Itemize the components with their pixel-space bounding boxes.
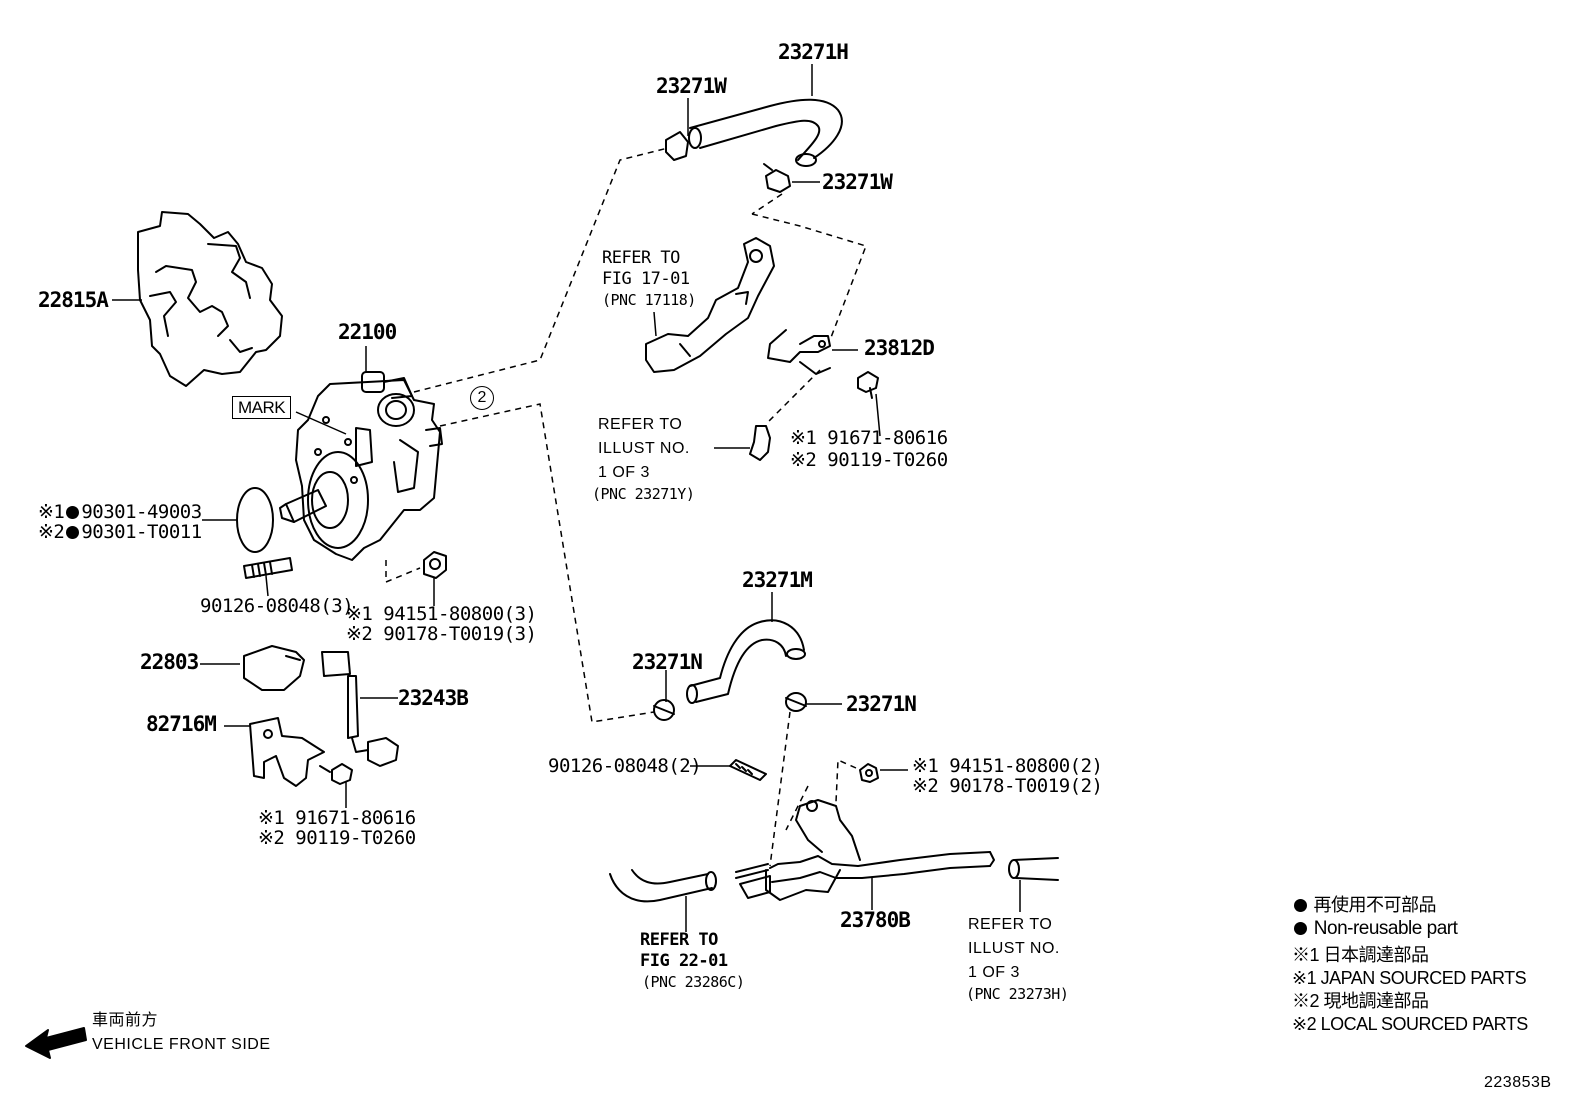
bolt-spec-2-line-2: ※2 90119-T0260 — [258, 827, 416, 849]
hose-23271m-part — [686, 619, 806, 704]
hose-ref-23286c-part — [609, 869, 717, 903]
part-number-23271h: 23271H — [778, 40, 849, 64]
refer-23271y-line-3: 1 OF 3 — [598, 464, 650, 481]
bolt-part-1 — [319, 763, 353, 785]
sensor-23243b-part — [321, 651, 399, 767]
clip-23271n-right-part — [785, 692, 807, 712]
dashed-guide — [785, 785, 809, 831]
nut-spec-2-line-1: ※1 94151-80800(2) — [912, 755, 1103, 777]
part-number-23271m: 23271M — [742, 568, 813, 592]
bracket-82716m-part — [249, 717, 325, 787]
refer-23271y-line-1: REFER TO — [598, 416, 683, 433]
refer-23273h-line-1: REFER TO — [968, 916, 1053, 933]
part-number-23271n-left: 23271N — [632, 650, 703, 674]
bracket-ref-17118-part — [645, 237, 775, 373]
clip-23271w-right-part — [763, 163, 791, 193]
part-number-23812d: 23812D — [864, 336, 935, 360]
hose-ref-23273h-part — [1008, 857, 1059, 881]
part-number-23271w-right: 23271W — [822, 170, 893, 194]
bolt-spec-2-line-1: ※1 91671-80616 — [258, 807, 416, 829]
nut-spec-2-line-2: ※2 90178-T0019(2) — [912, 775, 1103, 797]
leader-line — [653, 311, 657, 337]
bolt-spec-1-line-2: ※2 90119-T0260 — [790, 449, 948, 471]
part-number-22100: 22100 — [338, 320, 397, 344]
nut-part-1 — [423, 551, 447, 579]
part-number-23271n-right: 23271N — [846, 692, 917, 716]
non-reusable-dot-icon — [66, 506, 80, 519]
refer-17-01-line-2: FIG 17-01 — [602, 269, 690, 289]
stud-part-1 — [243, 557, 293, 579]
part-number-23271w-top: 23271W — [656, 74, 727, 98]
pump-22100-part — [279, 371, 443, 561]
refer-23273h-line-3: 1 OF 3 — [968, 964, 1020, 981]
refer-23273h-line-2: ILLUST NO. — [968, 940, 1060, 957]
legend-local-sourced-jp: ※2 現地調達部品 — [1292, 991, 1429, 1011]
legend-local-sourced-en: ※2 LOCAL SOURCED PARTS — [1292, 1014, 1528, 1034]
dashed-guide — [439, 403, 655, 723]
legend-japan-sourced-jp: ※1 日本調達部品 — [1292, 945, 1429, 965]
legend-non-reusable-en: Non-reusable part — [1292, 918, 1458, 940]
dashed-guide — [835, 758, 857, 803]
hose-end-23271y-part — [749, 425, 771, 461]
refer-22-01-line-1: REFER TO — [640, 930, 718, 950]
refer-22-01-line-3: (PNC 23286C) — [642, 973, 745, 991]
part-number-23243b: 23243B — [398, 686, 469, 710]
leader-line — [875, 393, 881, 437]
refer-17-01-line-1: REFER TO — [602, 248, 680, 268]
nut-part-2 — [859, 763, 879, 783]
cover-22815a-part — [137, 211, 283, 387]
diagram-id: 223853B — [1484, 1074, 1552, 1091]
clip-23271w-top-part — [665, 131, 689, 161]
nut-spec-1-line-2: ※2 90178-T0019(3) — [346, 623, 537, 645]
front-label-jp: 車両前方 — [92, 1012, 159, 1029]
legend-japan-sourced-en: ※1 JAPAN SOURCED PARTS — [1292, 968, 1527, 988]
non-reusable-dot-icon — [66, 526, 80, 539]
non-reusable-dot-icon — [1294, 899, 1307, 912]
bolt-spec-1-line-1: ※1 91671-80616 — [790, 427, 948, 449]
dashed-guide — [751, 213, 867, 341]
nut-spec-1-line-1: ※1 94151-80800(3) — [346, 603, 537, 625]
dashed-guide — [769, 711, 791, 867]
bolt-part-2 — [857, 371, 879, 399]
leader-line — [295, 411, 347, 435]
mark-label: MARK — [232, 396, 292, 419]
refer-22-01-line-2: FIG 22-01 — [640, 951, 728, 971]
front-label-en: VEHICLE FRONT SIDE — [92, 1036, 271, 1053]
refer-23271y-line-2: ILLUST NO. — [598, 440, 690, 457]
part-number-22815a: 22815A — [38, 288, 109, 312]
front-arrow-icon — [25, 1027, 87, 1059]
refer-23273h-line-4: (PNC 23273H) — [966, 985, 1069, 1003]
sensor-cap-22803-part — [243, 645, 305, 691]
part-number-82716m: 82716M — [146, 712, 217, 736]
pipe-23812d-part — [767, 329, 831, 375]
part-number-23780b: 23780B — [840, 908, 911, 932]
dashed-guide — [385, 560, 421, 584]
stud-spec-1: 90126-08048(3) — [200, 595, 354, 617]
hose-23271h-part — [688, 98, 843, 167]
stud-part-2 — [729, 759, 767, 781]
stud-spec-2: 90126-08048(2) — [548, 755, 702, 777]
non-reusable-dot-icon — [1294, 922, 1307, 935]
dashed-guide — [751, 193, 783, 215]
refer-23271y-line-4: (PNC 23271Y) — [592, 485, 695, 503]
oring-part — [236, 487, 274, 553]
leader-line — [265, 575, 269, 597]
legend-non-reusable-jp: 再使用不可部品 — [1292, 894, 1437, 916]
pipe-assembly-23780b-part — [735, 799, 995, 901]
circled-2-icon: 2 — [470, 386, 494, 410]
clip-23271n-left-part — [653, 699, 675, 721]
refer-17-01-line-3: (PNC 17118) — [602, 291, 696, 309]
dashed-guide — [767, 369, 821, 423]
part-number-22803: 22803 — [140, 650, 199, 674]
